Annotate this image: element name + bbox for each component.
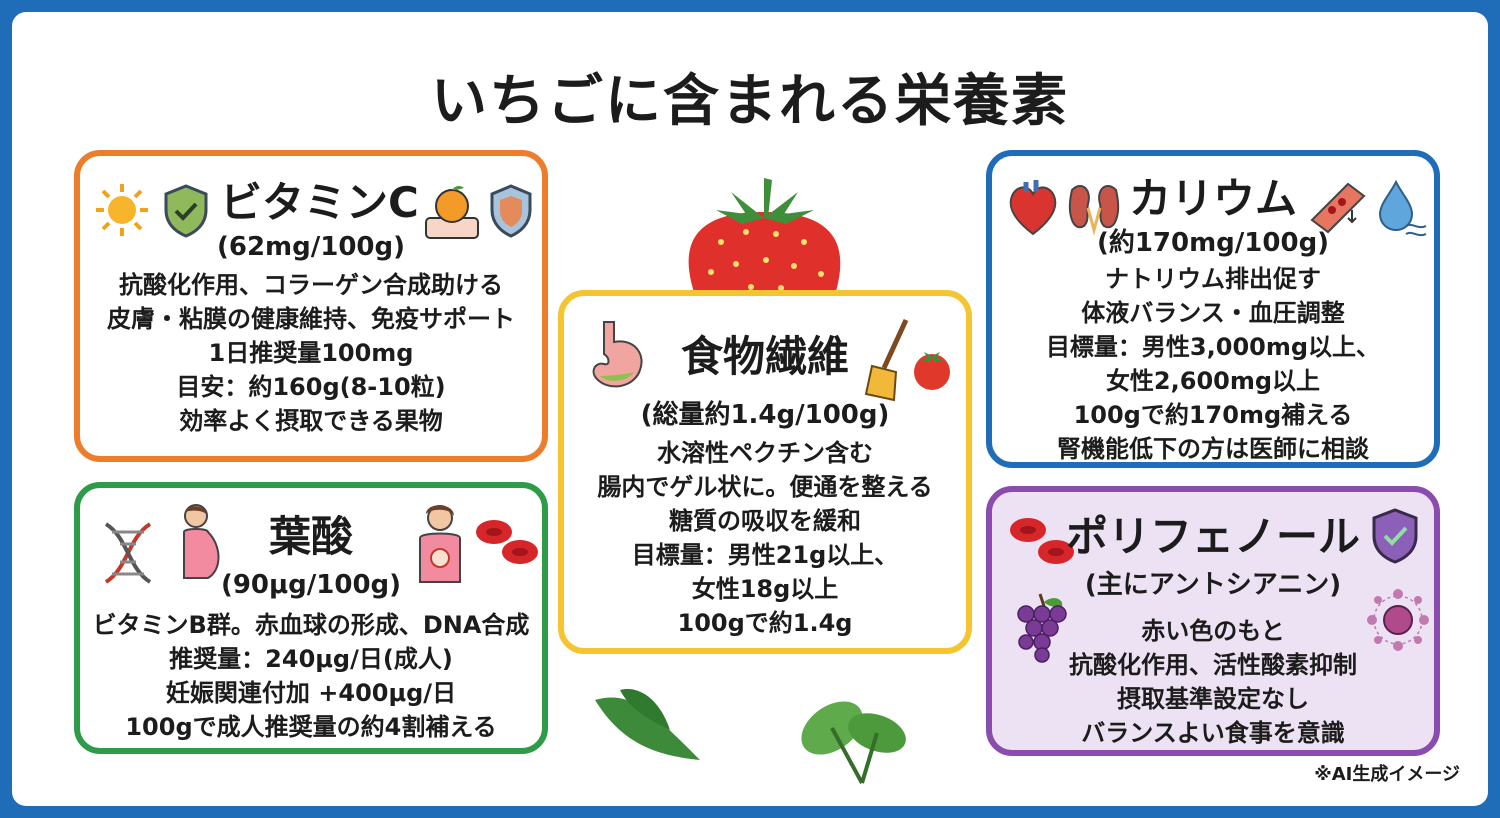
heart-icon xyxy=(1006,178,1060,238)
card-line: 体液バランス・血圧調整 xyxy=(1081,299,1345,327)
card-line: 目標量：男性21g以上、 xyxy=(631,541,899,569)
card-line: バランスよい食事を意識 xyxy=(1081,719,1345,747)
card-line: 効率よく摂取できる果物 xyxy=(179,407,443,435)
grapes-icon xyxy=(1010,590,1070,664)
card-line: 摂取基準設定なし xyxy=(1117,685,1309,713)
card-amount: (約170mg/100g) xyxy=(1096,228,1330,258)
mother-icon xyxy=(412,502,468,590)
red-blood-cells-icon xyxy=(472,512,542,572)
card-line: 女性2,600mg以上 xyxy=(1105,367,1321,395)
card-body: 赤い色のもと 抗酸化作用、活性酸素抑制 摂取基準設定なし バランスよい食事を意識 xyxy=(992,614,1434,750)
card-line: 抗酸化作用、コラーゲン合成助ける xyxy=(119,271,503,299)
strawberry-icon xyxy=(676,172,854,298)
card-line: 糖質の吸収を緩和 xyxy=(669,507,861,535)
card-line: ナトリウム排出促す xyxy=(1105,265,1321,293)
card-body: ナトリウム排出促す 体液バランス・血圧調整 目標量：男性3,000mg以上、 女… xyxy=(992,262,1434,466)
card-line: 抗酸化作用、活性酸素抑制 xyxy=(1069,651,1357,679)
card-line: 腎機能低下の方は医師に相談 xyxy=(1057,435,1369,463)
card-title: ポリフェノール xyxy=(1065,512,1360,561)
sun-icon xyxy=(94,182,150,238)
card-potassium: カリウム (約170mg/100g) ナトリウム排出促す 体液バランス・血圧調整… xyxy=(986,150,1440,468)
card-body: 水溶性ペクチン含む 腸内でゲル状に。便通を整える 糖質の吸収を緩和 目標量：男性… xyxy=(564,436,966,640)
card-line: 赤い色のもと xyxy=(1141,617,1285,645)
leaf-icon xyxy=(792,688,912,788)
card-line: 目標量：男性3,000mg以上、 xyxy=(1045,333,1381,361)
card-line: 100gで約170mg補える xyxy=(1073,401,1353,429)
card-amount: (90μg/100g) xyxy=(220,570,402,600)
molecule-icon xyxy=(1366,588,1430,652)
tomato-icon xyxy=(910,348,954,392)
stomach-icon xyxy=(584,318,650,394)
card-title: 食物繊維 xyxy=(680,332,849,381)
broom-icon xyxy=(864,316,914,402)
card-line: 100gで成人推奨量の約4割補える xyxy=(125,713,497,741)
card-title: カリウム xyxy=(1128,174,1297,223)
shield-icon xyxy=(488,184,534,238)
kidney-icon xyxy=(1066,180,1122,236)
card-line: 腸内でゲル状に。便通を整える xyxy=(597,473,933,501)
shield-check-icon xyxy=(162,184,210,238)
card-line: 水溶性ペクチン含む xyxy=(657,439,873,467)
shield-check-icon xyxy=(1370,508,1420,566)
card-line: 1日推奨量100mg xyxy=(208,339,414,367)
card-amount: (主にアントシアニン) xyxy=(1084,570,1342,600)
dna-icon xyxy=(98,518,158,588)
orange-icon xyxy=(424,182,480,242)
card-title: ビタミンC xyxy=(220,178,419,227)
card-body: ビタミンB群。赤血球の形成、DNA合成 推奨量：240μg/日(成人) 妊娠関連… xyxy=(80,608,542,744)
page-title: いちごに含まれる栄養素 xyxy=(431,69,1069,134)
card-polyphenol: ポリフェノール (主にアントシアニン) 赤い色のもと 抗酸化作用、活性酸素抑制 … xyxy=(986,486,1440,756)
card-line: 女性18g以上 xyxy=(691,575,839,603)
ai-generated-note: ※AI生成イメージ xyxy=(1314,764,1460,785)
card-dietary-fiber: 食物繊維 (総量約1.4g/100g) 水溶性ペクチン含む 腸内でゲル状に。便通… xyxy=(558,290,972,654)
leaf-icon xyxy=(590,680,710,770)
card-line: 目安：約160g(8-10粒) xyxy=(176,373,446,401)
card-folate: 葉酸 (90μg/100g) ビタミンB群。赤血球の形成、DNA合成 推奨量：2… xyxy=(74,482,548,754)
card-line: 100gで約1.4g xyxy=(677,609,853,637)
card-line: 推奨量：240μg/日(成人) xyxy=(169,645,453,673)
card-line: 皮膚・粘膜の健康維持、免疫サポート xyxy=(107,305,515,333)
card-vitamin-c: ビタミンC (62mg/100g) 抗酸化作用、コラーゲン合成助ける 皮膚・粘膜… xyxy=(74,150,548,462)
pregnant-woman-icon xyxy=(172,502,228,592)
water-drop-icon xyxy=(1372,178,1428,238)
card-line: 妊娠関連付加 +400μg/日 xyxy=(165,679,457,707)
card-amount: (総量約1.4g/100g) xyxy=(640,400,890,430)
card-amount: (62mg/100g) xyxy=(216,232,406,262)
card-title: 葉酸 xyxy=(268,512,353,561)
red-blood-cells-icon xyxy=(1006,510,1080,572)
card-line: ビタミンB群。赤血球の形成、DNA合成 xyxy=(92,611,530,639)
blood-vessel-icon xyxy=(1308,180,1368,236)
card-body: 抗酸化作用、コラーゲン合成助ける 皮膚・粘膜の健康維持、免疫サポート 1日推奨量… xyxy=(80,268,542,438)
